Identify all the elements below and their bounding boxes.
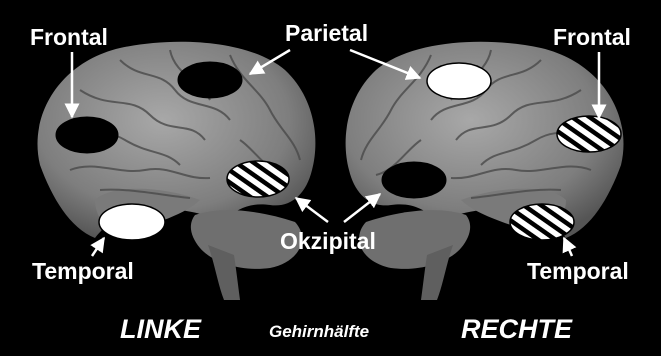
label-temporal-left: Temporal [32, 258, 134, 285]
left-temporal-marker [99, 204, 165, 240]
label-hemisphere-caption: Gehirnhälfte [269, 322, 369, 342]
left-parietal-marker [178, 62, 242, 98]
arrow-left-occipital [296, 198, 328, 222]
label-temporal-right: Temporal [527, 258, 629, 285]
arrow-right-occipital [344, 194, 380, 222]
right-frontal-marker [557, 116, 621, 152]
right-temporal-marker [510, 204, 574, 240]
right-occipital-marker [382, 162, 446, 198]
label-left-hemisphere: LINKE [120, 314, 201, 345]
arrow-left-temporal [92, 238, 104, 256]
label-frontal-left: Frontal [30, 24, 108, 51]
label-frontal-right: Frontal [553, 24, 631, 51]
right-parietal-marker [427, 63, 491, 99]
left-occipital-marker [227, 161, 289, 197]
arrow-right-temporal [564, 238, 572, 256]
label-parietal: Parietal [285, 20, 368, 47]
label-occipital: Okzipital [280, 228, 376, 255]
label-right-hemisphere: RECHTE [461, 314, 572, 345]
left-frontal-marker [56, 117, 118, 153]
